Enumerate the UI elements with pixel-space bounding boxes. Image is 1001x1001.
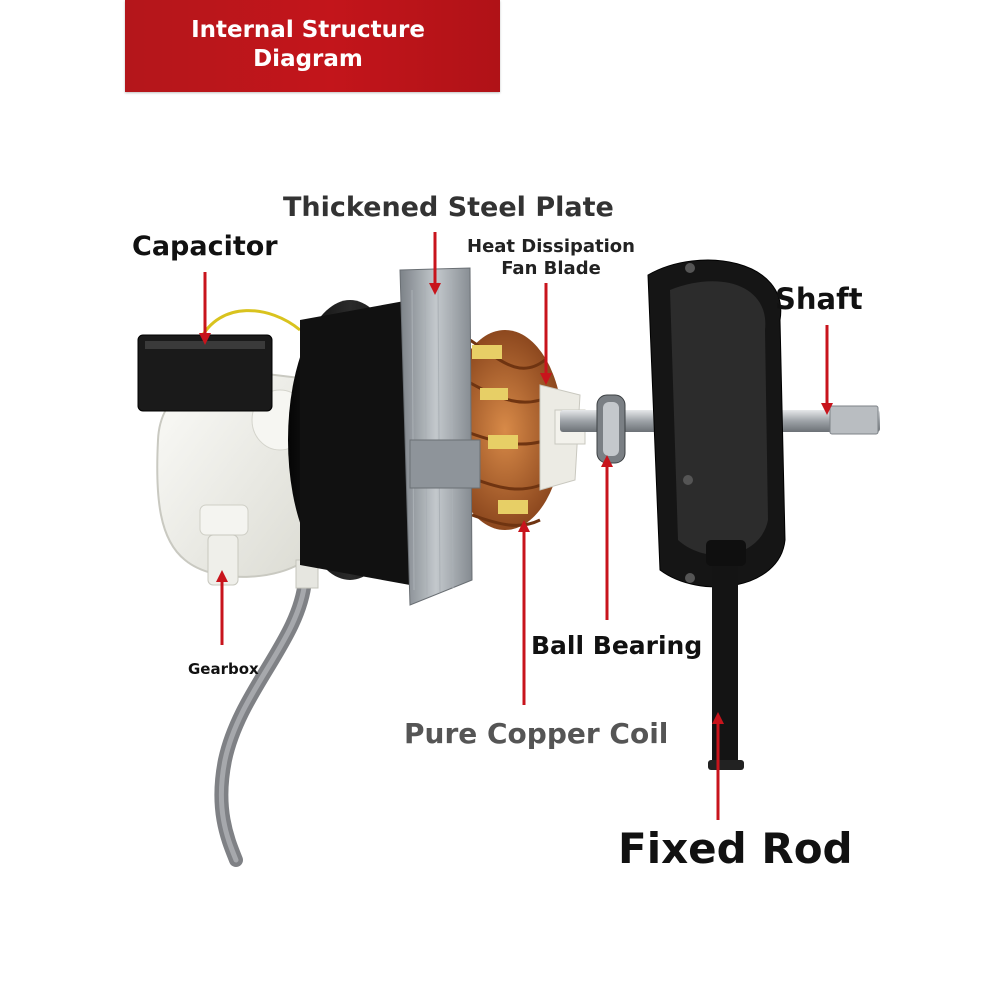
label-capacitor: Capacitor bbox=[132, 231, 278, 262]
label-shaft: Shaft bbox=[775, 282, 863, 316]
label-fan-line-1: Heat Dissipation bbox=[467, 236, 635, 257]
pointer-shaft bbox=[821, 325, 833, 415]
title-line-2: Diagram bbox=[253, 46, 363, 72]
title-banner bbox=[125, 0, 500, 92]
pointer-steel-plate bbox=[429, 232, 441, 295]
label-heat-dissipation-fan-blade: Heat Dissipation Fan Blade bbox=[467, 236, 635, 280]
label-fan-line-2: Fan Blade bbox=[501, 258, 601, 279]
label-gearbox: Gearbox bbox=[188, 660, 259, 678]
steel-plate bbox=[399, 267, 481, 606]
ball-bearing bbox=[596, 394, 626, 464]
front-housing bbox=[647, 259, 786, 588]
diagram-title: Internal Structure Diagram bbox=[168, 16, 448, 74]
fixed-rod bbox=[706, 540, 746, 770]
pointer-fixed-rod bbox=[712, 712, 724, 820]
label-ball-bearing: Ball Bearing bbox=[531, 631, 703, 660]
label-pure-copper-coil: Pure Copper Coil bbox=[404, 717, 669, 750]
pointer-copper-coil bbox=[518, 520, 530, 705]
capacitor-wire bbox=[198, 309, 301, 341]
rear-housing bbox=[288, 300, 412, 585]
label-thickened-steel-plate: Thickened Steel Plate bbox=[283, 192, 614, 223]
pointer-capacitor bbox=[199, 272, 211, 345]
pointer-gearbox bbox=[216, 570, 228, 645]
pointer-ball-bearing bbox=[601, 455, 613, 620]
fan-blade bbox=[539, 384, 586, 491]
title-line-1: Internal Structure bbox=[191, 17, 425, 43]
capacitor bbox=[137, 334, 273, 412]
label-fixed-rod: Fixed Rod bbox=[618, 824, 853, 873]
pointer-lines bbox=[199, 232, 833, 820]
pointer-fan-blade bbox=[540, 283, 552, 385]
